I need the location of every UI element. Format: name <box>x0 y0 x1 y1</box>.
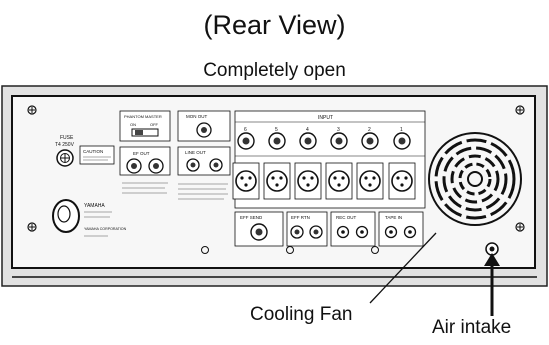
diagram-title: (Rear View) <box>203 10 346 40</box>
screw-icon <box>27 222 37 232</box>
rca-jack-icon <box>336 225 350 239</box>
phantom-master-section: PHANTOM MASTER ON OFF <box>119 110 171 142</box>
xlr-jack-icon <box>232 162 260 200</box>
input-number: 6 <box>244 127 247 133</box>
input-number: 1 <box>400 127 403 133</box>
xlr-jack-icon <box>388 162 416 200</box>
input-number: 5 <box>275 127 278 133</box>
phantom-switch <box>131 128 159 137</box>
phantom-on: ON <box>130 122 136 127</box>
fuse-label: FUSE <box>60 135 74 141</box>
corp-label: YAMAHA CORPORATION <box>84 227 127 231</box>
air-intake-vent <box>485 242 499 256</box>
input-label: INPUT <box>318 115 333 121</box>
screw-icon <box>371 246 379 254</box>
caution-label: CAUTION <box>79 145 115 165</box>
jack-icon <box>237 132 255 150</box>
xlr-jack-icon <box>294 162 322 200</box>
eff-rtn-label: EFF RTN <box>291 215 310 220</box>
jack-icon <box>290 225 304 239</box>
caution-heading: CAUTION <box>83 149 103 154</box>
xlr-jack-icon <box>263 162 291 200</box>
air-intake-label: Air intake <box>432 317 512 338</box>
screw-icon <box>27 105 37 115</box>
mon-out-section: MON OUT <box>177 110 231 142</box>
jack-icon <box>361 132 379 150</box>
phantom-label: PHANTOM MASTER <box>124 114 162 119</box>
screw-icon <box>201 246 209 254</box>
jack-icon <box>250 223 268 241</box>
ef-out-label: EF OUT <box>133 151 150 156</box>
brand-label: YAMAHA <box>84 203 105 209</box>
cooling-fan-pointer <box>369 232 437 304</box>
power-inlet <box>52 199 80 233</box>
fuse-holder: FUSE T4 250V <box>55 135 75 167</box>
tape-in-label: TAPE IN <box>385 215 402 220</box>
bottom-io-section: EFF SEND EFF RTN REC OUT TAPE IN <box>234 211 424 247</box>
line-out-section: LINE OUT <box>177 146 231 176</box>
jack-icon <box>299 132 317 150</box>
screw-icon <box>515 222 525 232</box>
jack-icon <box>309 225 323 239</box>
mon-out-label: MON OUT <box>186 114 207 119</box>
cooling-fan-grille <box>428 132 522 226</box>
eff-send-label: EFF SEND <box>240 215 263 220</box>
jack-icon <box>268 132 286 150</box>
brand-block: YAMAHA YAMAHA CORPORATION <box>84 203 127 237</box>
input-number: 4 <box>306 127 309 133</box>
ef-out-section: EF OUT <box>119 146 171 194</box>
fuse-rating: T4 250V <box>55 142 75 148</box>
rca-jack-icon <box>384 225 398 239</box>
rca-jack-icon <box>355 225 369 239</box>
cooling-fan-label: Cooling Fan <box>250 304 353 325</box>
xlr-jack-icon <box>325 162 353 200</box>
diagram-subtitle: Completely open <box>203 60 346 81</box>
air-intake-arrow <box>484 253 500 316</box>
caution-notice <box>178 183 228 200</box>
rca-jack-icon <box>403 225 417 239</box>
input-number: 2 <box>368 127 371 133</box>
phantom-off: OFF <box>150 122 159 127</box>
screw-icon <box>515 105 525 115</box>
jack-icon <box>330 132 348 150</box>
input-number: 3 <box>337 127 340 133</box>
line-out-label: LINE OUT <box>185 150 206 155</box>
jack-icon <box>393 132 411 150</box>
xlr-jack-icon <box>356 162 384 200</box>
rec-out-label: REC OUT <box>336 215 357 220</box>
screw-icon <box>286 246 294 254</box>
input-section: INPUT 6 5 4 3 2 1 <box>232 110 426 209</box>
